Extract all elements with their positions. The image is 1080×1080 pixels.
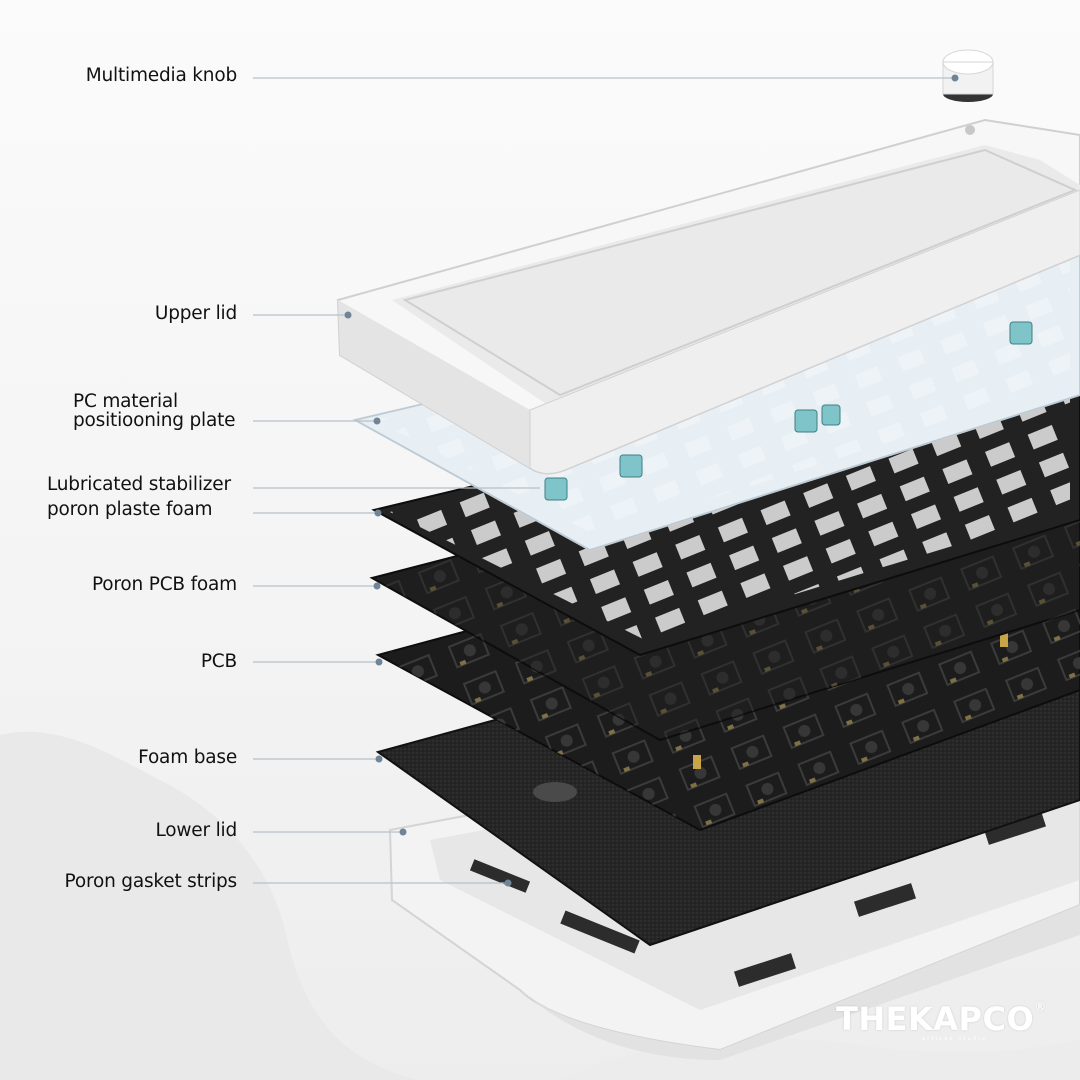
label-line: poron plaste foam: [47, 499, 213, 520]
leader-lines: [253, 74, 959, 887]
label-upper-lid: Upper lid: [154, 303, 237, 324]
label-stabilizer-plate-foam: Lubricated stabilizer poron plaste foam: [47, 475, 231, 519]
label-multimedia-knob: Multimedia knob: [85, 65, 237, 86]
label-lower-lid: Lower lid: [155, 820, 237, 841]
label-pc-positioning-plate: PC material positiooning plate: [73, 391, 236, 431]
label-line: positiooning plate: [73, 410, 236, 431]
brand-name: THEKAPCO®: [836, 1000, 1066, 1038]
multimedia-knob: [942, 49, 994, 102]
brand-registered-mark: ®: [1034, 1000, 1047, 1014]
brand-logo: THEKAPCO® artisan studio: [836, 1000, 1066, 1042]
label-poron-pcb-foam: Poron PCB foam: [92, 574, 237, 595]
label-pcb: PCB: [200, 651, 237, 672]
upper-lid-layer: [336, 118, 1080, 475]
brand-tagline: artisan studio: [922, 1036, 988, 1042]
label-poron-gasket-strips: Poron gasket strips: [64, 871, 238, 892]
label-line: Lubricated stabilizer: [47, 474, 231, 495]
brand-name-text: THEKAPCO: [836, 1000, 1035, 1038]
label-foam-base: Foam base: [138, 747, 237, 768]
label-line: PC material: [73, 391, 178, 412]
